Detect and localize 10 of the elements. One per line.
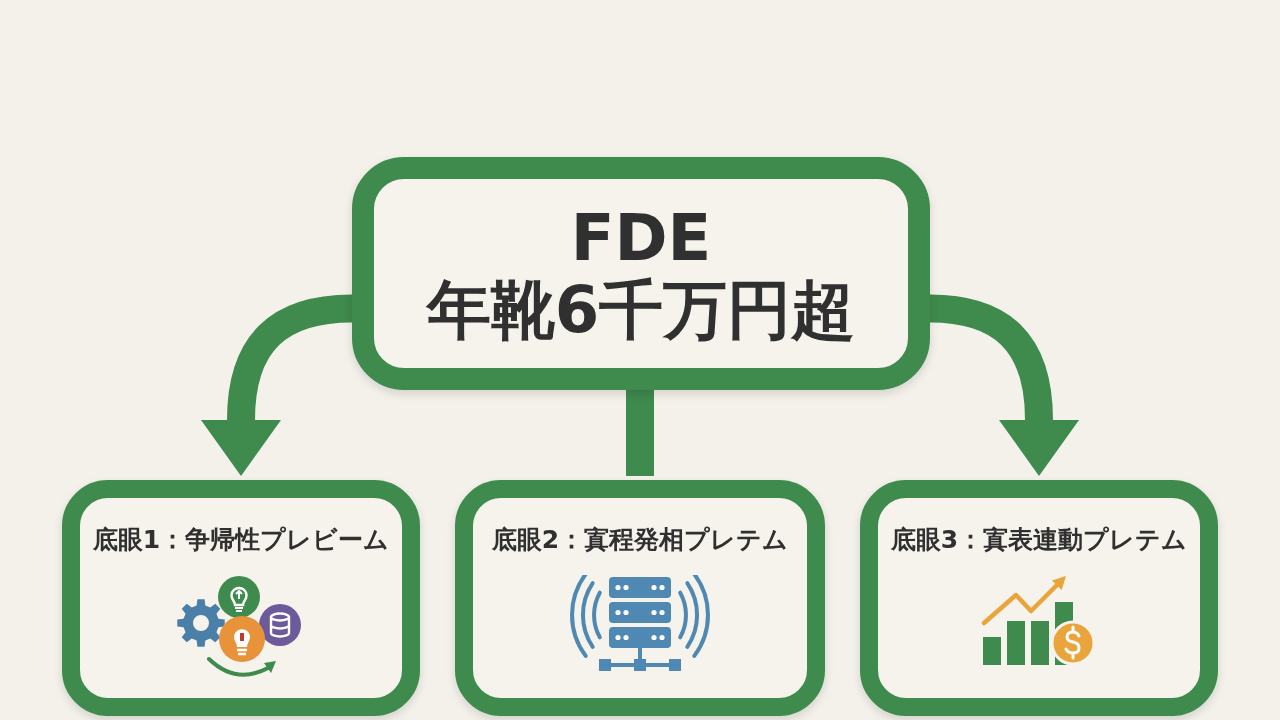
title-box	[352, 157, 930, 390]
connector-line	[626, 390, 654, 476]
rounded-box	[62, 480, 420, 716]
rounded-box	[455, 480, 825, 716]
card-heading: 底眼2：寘程発相プレテム	[491, 524, 789, 556]
title-text: FDE	[570, 201, 712, 274]
card-heading: 底眼1：争帰性プレビーム	[92, 524, 390, 556]
card-heading: 底眼3：寘表連動プレテム	[890, 524, 1188, 556]
title-text: 年靴6千万円超	[426, 273, 856, 346]
rounded-box	[860, 480, 1218, 716]
